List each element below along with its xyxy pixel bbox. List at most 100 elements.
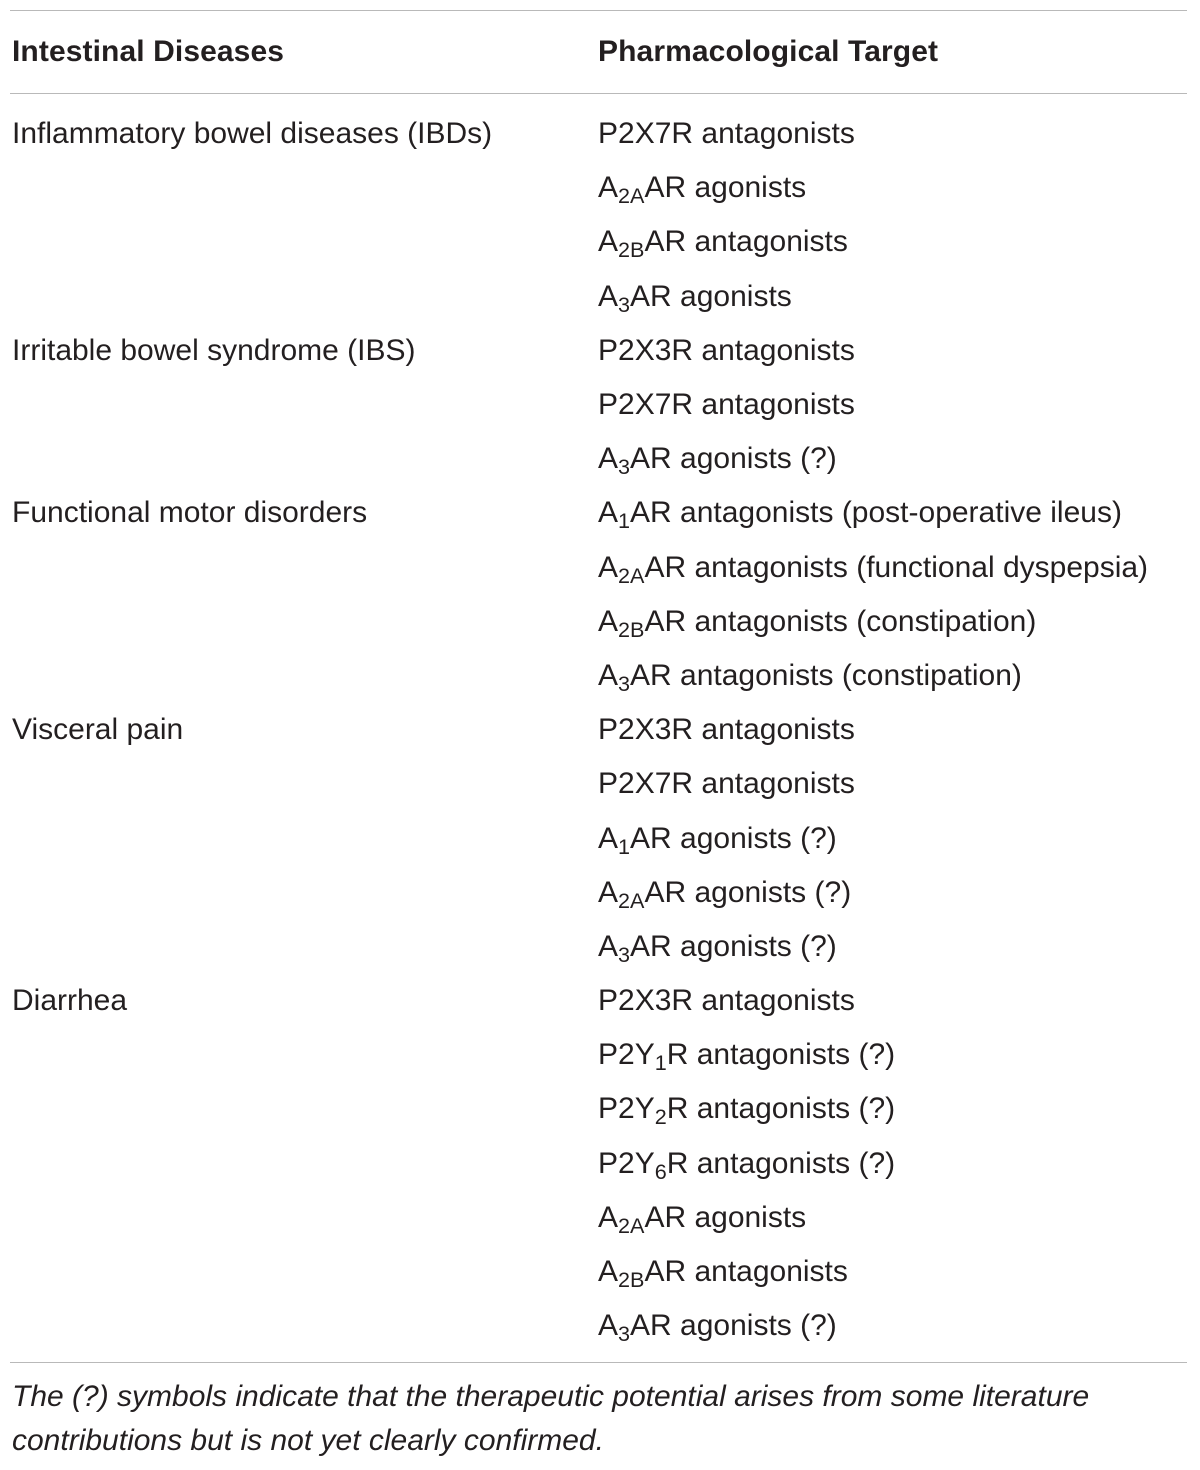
target-subscript: 2 [654,1104,667,1130]
table-row: A3AR agonists (?) [10,1299,1187,1353]
target-subscript: 2B [618,1267,645,1293]
target-cell: P2Y1R antagonists (?) [598,1028,1187,1082]
target-subscript: 3 [618,291,631,317]
target-text-suffix: R antagonists (?) [666,1092,896,1126]
target-text: A [598,821,619,855]
top-rule [10,10,1187,11]
target-subscript: 3 [618,454,631,480]
target-subscript: 3 [618,671,631,697]
table-footnote: The (?) symbols indicate that the therap… [12,1380,1090,1458]
target-text: A [598,279,619,313]
target-cell: A3AR agonists (?) [598,1299,1187,1353]
table-row: A3AR antagonists (constipation) [10,649,1187,703]
target-cell: A3AR agonists (?) [598,920,1187,974]
target-subscript: 1 [654,1050,667,1076]
target-text-suffix: AR antagonists (post-operative ileus) [630,496,1122,530]
target-subscript: 3 [618,1321,631,1347]
header-rule [10,93,1187,94]
target-subscript: 3 [618,941,631,967]
table-row: A2AAR agonists [10,1191,1187,1245]
target-cell: A2BAR antagonists (constipation) [598,595,1187,649]
target-cell: P2X7R antagonists [598,378,1187,432]
table-row: A3AR agonists [10,270,1187,324]
table-row: Inflammatory bowel diseases (IBDs)P2X7R … [10,107,1187,161]
target-text-suffix: AR antagonists (constipation) [644,604,1037,638]
target-text: P2X7R antagonists [598,767,855,801]
table-row: A2BAR antagonists [10,1245,1187,1299]
target-text: P2Y [598,1038,655,1072]
target-text-suffix: AR antagonists (constipation) [630,658,1022,692]
target-subscript: 1 [618,508,631,534]
target-text: A [598,1255,619,1289]
target-text: P2X3R antagonists [598,713,855,747]
table-row: A3AR agonists (?) [10,432,1187,486]
target-cell: A2AAR antagonists (functional dyspepsia) [598,541,1187,595]
target-text-suffix: AR agonists (?) [630,821,837,855]
table-body: Inflammatory bowel diseases (IBDs)P2X7R … [10,94,1187,1362]
table-row: Functional motor disorders A1AR antagonis… [10,486,1187,540]
target-text-suffix: R antagonists (?) [666,1038,896,1072]
target-text: A [598,604,619,638]
target-cell: A3AR agonists (?) [598,432,1187,486]
target-text-suffix: AR agonists [644,171,807,205]
target-cell: P2X3R antagonists [598,703,1187,757]
table-row: P2X7R antagonists [10,757,1187,811]
table-row: P2Y1R antagonists (?) [10,1028,1187,1082]
bottom-rule [10,1362,1187,1364]
header-pharmacological-target: Pharmacological Target [598,35,939,68]
target-subscript: 2B [618,616,645,642]
target-text-suffix: AR agonists (?) [630,929,837,963]
target-text: A [598,496,619,530]
disease-cell: Irritable bowel syndrome (IBS) [12,333,416,367]
target-text: A [598,171,619,205]
target-text-suffix: AR antagonists [644,225,848,259]
target-cell: P2Y2R antagonists (?) [598,1082,1187,1136]
target-cell: A2AAR agonists [598,1191,1187,1245]
table-row: Diarrhea P2X3R antagonists [10,974,1187,1028]
target-text: A [598,658,619,692]
table-row: P2X7R antagonists [10,378,1187,432]
target-cell: P2X3R antagonists [598,974,1187,1028]
target-cell: A2BAR antagonists [598,1245,1187,1299]
table-row: A2AAR agonists [10,161,1187,215]
target-text: A [598,550,619,584]
target-text: A [598,1309,619,1343]
table-row: P2Y2R antagonists (?) [10,1082,1187,1136]
target-subscript: 2A [618,183,645,209]
target-cell: A2AAR agonists [598,161,1187,215]
target-cell: P2X7R antagonists [598,757,1187,811]
target-cell: A2BAR antagonists [598,215,1187,269]
target-text: P2X7R antagonists [598,117,855,151]
target-cell: P2X3R antagonists [598,324,1187,378]
target-text-suffix: AR antagonists [644,1255,848,1289]
table-row: P2Y6R antagonists (?) [10,1137,1187,1191]
target-text-suffix: AR agonists [630,279,792,313]
table-row: A2BAR antagonists [10,215,1187,269]
target-text-suffix: AR antagonists (functional dyspepsia) [644,550,1149,584]
target-subscript: 1 [618,833,631,859]
target-cell: A1AR antagonists (post-operative ileus) [598,486,1187,540]
target-text: P2Y [598,1146,655,1180]
table-row: A2BAR antagonists (constipation) [10,595,1187,649]
target-cell: P2X7R antagonists [598,107,1187,161]
target-text: A [598,929,619,963]
table-row: A2AAR antagonists (functional dyspepsia) [10,541,1187,595]
target-text: A [598,442,619,476]
disease-cell: Diarrhea [12,984,128,1018]
table-row: A1AR agonists (?) [10,811,1187,865]
target-text: P2X3R antagonists [598,984,855,1018]
target-text: A [598,1200,619,1234]
target-cell: A3AR agonists [598,270,1187,324]
target-cell: P2Y6R antagonists (?) [598,1137,1187,1191]
target-text-suffix: AR agonists [644,1200,807,1234]
target-subscript: 2A [618,562,645,588]
table-header-row: Intestinal Diseases Pharmacological Targ… [10,11,1187,93]
target-subscript: 6 [654,1158,667,1184]
target-cell: A3AR antagonists (constipation) [598,649,1187,703]
table-row: Irritable bowel syndrome (IBS) P2X3R anta… [10,324,1187,378]
table-row: A3AR agonists (?) [10,920,1187,974]
disease-cell: Functional motor disorders [12,496,368,530]
target-text-suffix: AR agonists (?) [644,875,852,909]
target-text: P2Y [598,1092,655,1126]
